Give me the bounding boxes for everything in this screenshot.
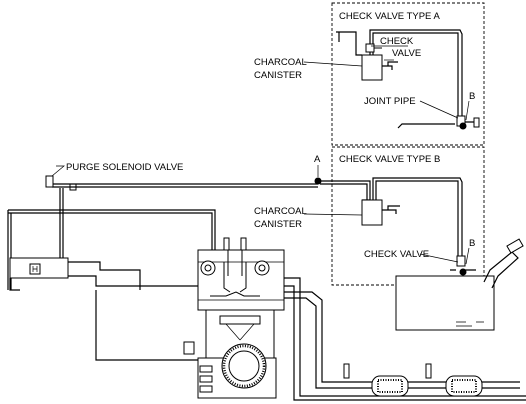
charcoal-canister-a-label-line1: CHARCOAL: [254, 57, 307, 68]
check-valve-b-label: CHECK VALVE: [364, 249, 429, 260]
type-a-detail: [303, 29, 480, 130]
oxygen-sensor-1: [343, 363, 350, 379]
point-b-bottom-label: B: [469, 238, 475, 249]
type-b-detail: [303, 177, 476, 276]
check-valve-a-label-line1: CHECK: [380, 36, 414, 47]
purge-solenoid-valve-label: PURGE SOLENOID VALVE: [66, 162, 183, 173]
check-valve-type-a-box: [331, 2, 485, 146]
junction-point-a: [314, 177, 322, 185]
charcoal-canister-b-label-line2: CANISTER: [254, 219, 302, 230]
joint-pipe-label: JOINT PIPE: [364, 96, 416, 107]
joint-point-b-top: [459, 122, 467, 130]
point-a-label: A: [314, 154, 321, 165]
flywheel-teeth: [222, 344, 266, 388]
check-valve-type-a-label: CHECK VALVE TYPE A: [339, 11, 441, 22]
intake-manifold: [7, 209, 216, 361]
check-valve-a-label-line2: VALVE: [392, 48, 421, 59]
fuel-tank: [395, 238, 524, 331]
charcoal-canister-b: [361, 199, 383, 226]
charcoal-canister-a: [361, 54, 383, 81]
check-valve-type-b-label: CHECK VALVE TYPE B: [339, 154, 440, 165]
charcoal-canister-a-label-line2: CANISTER: [254, 70, 302, 81]
oxygen-sensor-2: [425, 363, 432, 379]
check-valve-a: [365, 43, 375, 53]
exhaust-system: [284, 277, 526, 401]
point-b-top-label: B: [469, 91, 475, 102]
purge-solenoid-valve: [45, 175, 54, 188]
joint-point-b-bottom: [459, 268, 467, 276]
engine: [183, 237, 285, 399]
check-valve-b: [456, 255, 466, 267]
charcoal-canister-b-label-line1: CHARCOAL: [254, 206, 307, 217]
purge-line: [45, 165, 322, 262]
